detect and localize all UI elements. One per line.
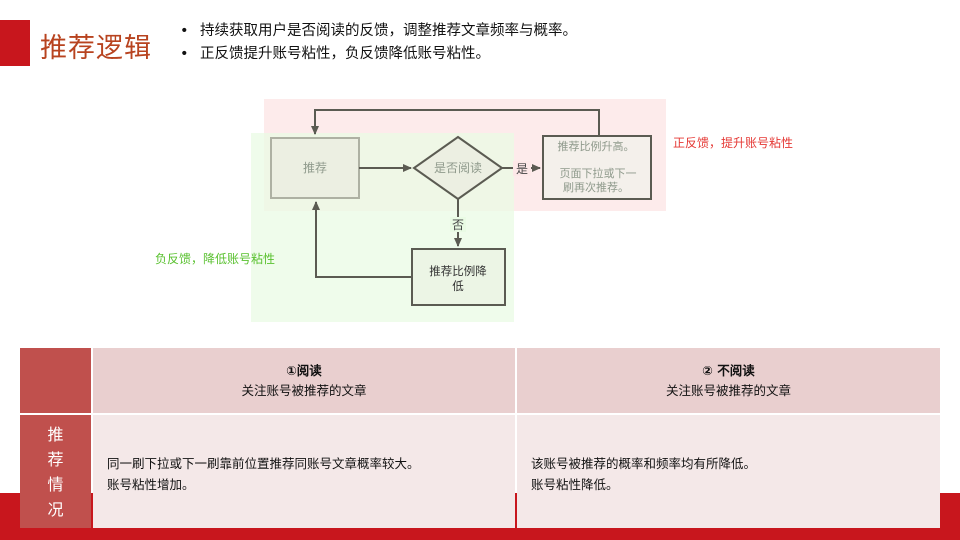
node-recommend-label: 推荐 [303,161,327,175]
no-label: 否 [452,218,464,232]
table-corner-cell [20,348,91,413]
page-title: 推荐逻辑 [40,33,152,64]
node-recommend [270,137,360,199]
col-header-unread-subtitle: 关注账号被推荐的文章 [665,383,791,398]
table-cell-read: 同一刷下拉或下一刷靠前位置推荐同账号文章概率较大。 账号粘性增加。 [93,415,515,528]
node-lower-line2: 低 [452,279,464,293]
negative-feedback-label: 负反馈，降低账号粘性 [155,251,275,266]
node-raise-line1: 推荐比例升高。 [558,139,635,153]
cell-unread-line2: 账号粘性降低。 [531,477,619,492]
yes-label: 是 [516,162,528,176]
node-raise-line3: 刷再次推荐。 [563,180,629,194]
bullet-item: 持续获取用户是否阅读的反馈，调整推荐文章频率与概率。 [180,20,577,43]
node-lower-line1: 推荐比例降 [429,264,487,278]
negative-loop-arrow [312,201,412,278]
no-label-bg [450,217,466,232]
title-accent-bar [0,20,30,66]
summary-bullets: 持续获取用户是否阅读的反馈，调整推荐文章频率与概率。 正反馈提升账号粘性，负反馈… [180,20,577,66]
bullet-item: 正反馈提升账号粘性，负反馈降低账号粘性。 [180,43,577,66]
node-decision-label: 是否阅读 [434,161,482,175]
node-raise-line2: 页面下拉或下一 [560,166,637,180]
node-raise-ratio [542,135,652,200]
table-cell-unread: 该账号被推荐的概率和频率均有所降低。 账号粘性降低。 [517,415,940,528]
positive-feedback-label: 正反馈，提升账号粘性 [673,135,793,150]
col-header-unread-title: ② 不阅读 [702,363,755,378]
cell-unread-line1: 该账号被推荐的概率和频率均有所降低。 [531,456,757,471]
col-header-read-title: ①阅读 [286,363,322,378]
positive-loop-arrow [311,109,600,136]
yes-label-bg [513,161,531,176]
cell-read-line2: 账号粘性增加。 [107,477,195,492]
table-col-header-unread: ② 不阅读 关注账号被推荐的文章 [517,348,940,413]
cell-read-line1: 同一刷下拉或下一刷靠前位置推荐同账号文章概率较大。 [107,456,420,471]
col-header-read-subtitle: 关注账号被推荐的文章 [241,383,367,398]
recommendation-table: 推荐情况 ①阅读 关注账号被推荐的文章 ② 不阅读 关注账号被推荐的文章 同一刷… [20,348,940,528]
table-row-header: 推荐情况 [20,415,91,528]
row-header-label: 推荐情况 [47,424,64,519]
table-col-header-read: ①阅读 关注账号被推荐的文章 [93,348,515,413]
recommendation-flowchart: 推荐 是否阅读 是 推荐比例升高。 页面下拉或下一 刷再次推荐。 否 推荐比例降… [155,99,793,322]
